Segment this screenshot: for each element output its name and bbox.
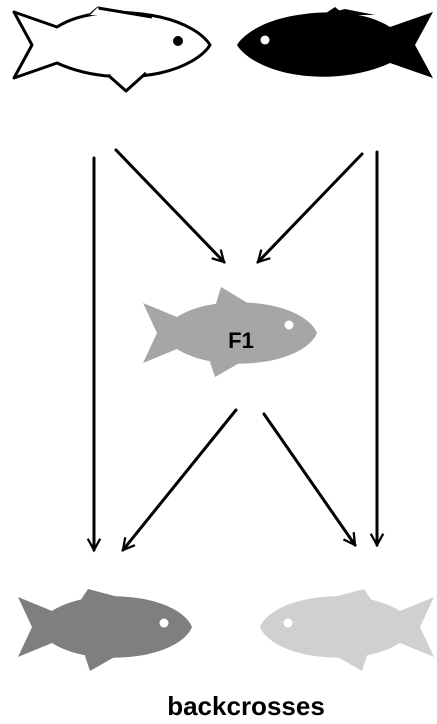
parent-white-fish [12, 6, 212, 93]
arrow-black-to-f1 [256, 152, 364, 264]
arrow-f1-to-backcross-light [262, 412, 357, 547]
backcross-dark-fish [18, 589, 192, 671]
f1-fish: F1 [143, 287, 317, 377]
backcross-light-fish [260, 589, 434, 671]
arrow-white-to-f1 [114, 148, 226, 264]
arrow-f1-to-backcross-dark [121, 408, 238, 552]
parent-black-fish [237, 7, 433, 78]
backcrosses-caption: backcrosses [167, 691, 325, 721]
f1-label: F1 [228, 328, 254, 353]
